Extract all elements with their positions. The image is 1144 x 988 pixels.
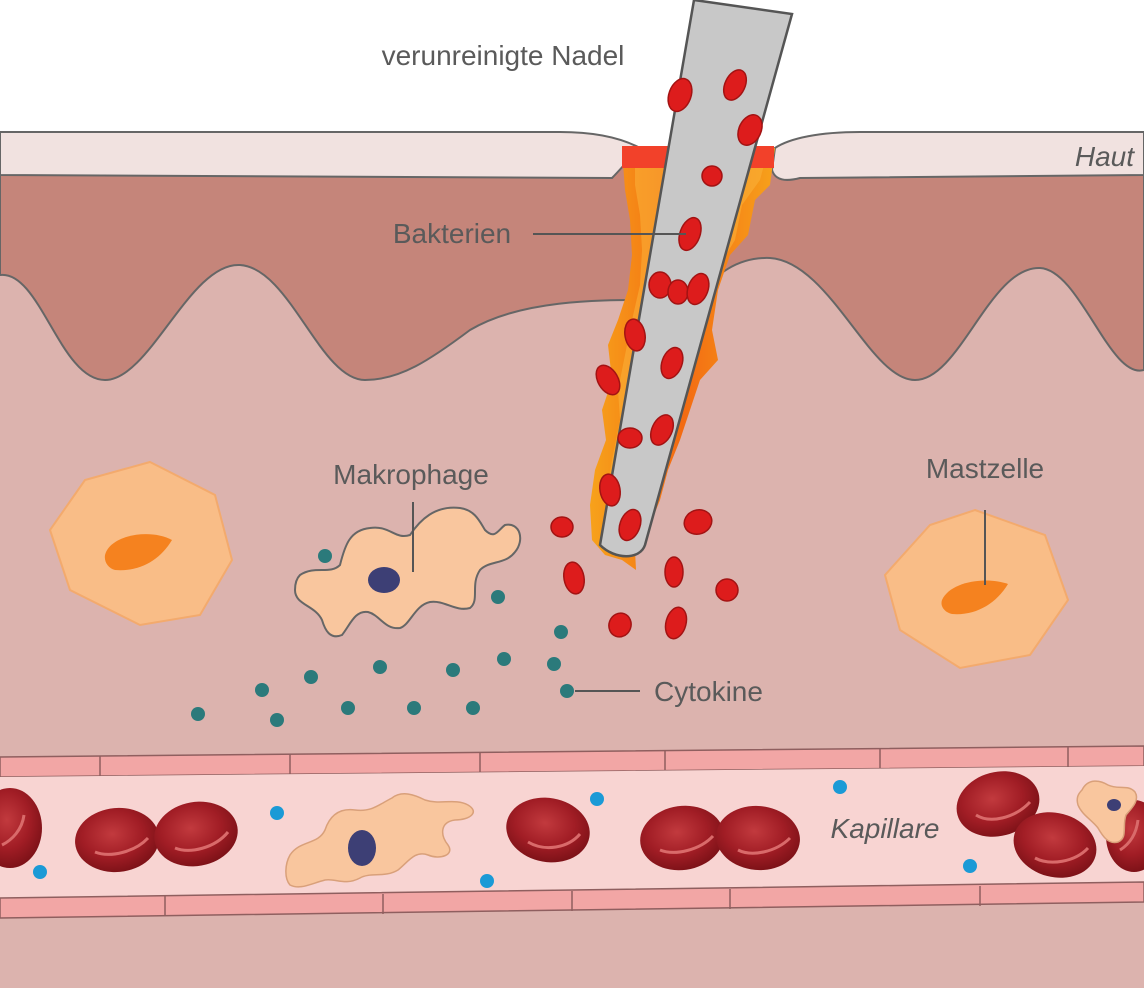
red-blood-cell (1013, 812, 1097, 878)
label-skin: Haut (1075, 141, 1135, 172)
bacterium (722, 69, 748, 101)
resident-cell-left-nucleus (104, 534, 172, 571)
red-blood-cell (506, 797, 590, 863)
bacterium (617, 427, 643, 449)
red-blood-cells (0, 771, 1144, 878)
bacterium (550, 516, 574, 538)
red-blood-cell (956, 771, 1040, 837)
label-needle: verunreinigte Nadel (382, 40, 625, 71)
bacterium (683, 508, 713, 536)
bacterium (563, 561, 585, 595)
bacterium (737, 114, 763, 146)
bacteria-group (550, 69, 763, 640)
red-blood-cell (75, 807, 159, 873)
bacterium (664, 606, 688, 640)
leukocyte-capillary (285, 793, 474, 888)
bacterium (599, 473, 621, 507)
bacterium (595, 364, 621, 396)
macrophage-nucleus (368, 567, 400, 593)
bacterium (608, 612, 632, 638)
bacterium (618, 508, 642, 542)
bacterium (686, 272, 710, 306)
bacterium (649, 414, 675, 446)
red-blood-cell (640, 805, 724, 871)
red-blood-cell (154, 801, 238, 867)
skin-surface-right (770, 131, 1144, 181)
label-mast-cell: Mastzelle (926, 453, 1044, 484)
label-capillary: Kapillare (831, 813, 940, 844)
cytokines-blood (33, 780, 977, 888)
label-cytokines: Cytokine (654, 676, 763, 707)
bacterium (624, 318, 646, 352)
red-blood-cell (0, 788, 42, 868)
leukocyte-capillary-nucleus (348, 830, 376, 866)
macrophage (293, 506, 522, 638)
label-macrophage: Makrophage (333, 459, 489, 490)
mast-cell-nucleus (941, 580, 1008, 615)
bacterium (678, 216, 702, 252)
bacterium (664, 556, 684, 588)
red-blood-cell (716, 805, 800, 871)
bacterium (715, 578, 739, 602)
label-bacteria: Bakterien (393, 218, 511, 249)
epidermis (0, 159, 1144, 382)
bacterium (667, 279, 689, 305)
leukocyte-right (1076, 780, 1138, 844)
leader-lines (412, 233, 986, 692)
skin-surface-left (0, 131, 642, 180)
capillary-wall-top (0, 745, 1144, 778)
bacterium (667, 77, 693, 113)
bacterium (701, 165, 723, 187)
cytokines-tissue (191, 549, 574, 727)
leukocyte-right-nucleus (1107, 799, 1121, 811)
bacterium (660, 346, 684, 380)
